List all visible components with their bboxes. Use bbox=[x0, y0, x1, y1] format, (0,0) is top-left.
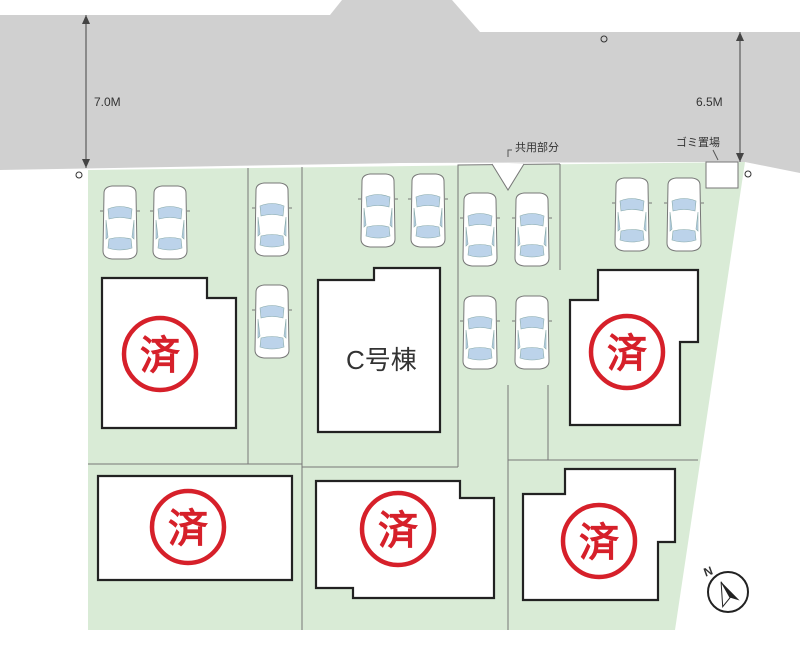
sold-stamp-bottom-left: 済 bbox=[152, 491, 224, 563]
sold-mark: 済 bbox=[140, 333, 181, 379]
sold-stamp-top-left: 済 bbox=[124, 318, 196, 390]
car bbox=[511, 295, 553, 370]
car bbox=[459, 295, 501, 370]
road-width-dimension-right bbox=[736, 32, 744, 162]
garbage-area bbox=[705, 161, 739, 189]
sold-mark: 済 bbox=[579, 520, 620, 566]
garbage-leader bbox=[712, 149, 719, 161]
sold-stamp-bottom-middle: 済 bbox=[362, 493, 434, 565]
building-c-label: C号棟 bbox=[346, 345, 417, 375]
sold-stamp-top-right: 済 bbox=[591, 316, 663, 388]
car bbox=[99, 185, 141, 260]
boundary-marker bbox=[75, 171, 83, 179]
common-area-leader bbox=[507, 149, 512, 157]
road-width-dimension-left bbox=[82, 15, 90, 168]
building-c bbox=[316, 266, 442, 434]
car bbox=[357, 173, 399, 248]
north-arrow: N bbox=[702, 563, 749, 613]
car bbox=[251, 182, 293, 257]
road-width-right-label: 6.5M bbox=[696, 95, 723, 109]
sold-mark: 済 bbox=[378, 508, 419, 554]
car bbox=[149, 185, 191, 260]
sold-mark: 済 bbox=[607, 331, 648, 377]
sold-stamp-bottom-right: 済 bbox=[563, 505, 635, 577]
road bbox=[0, 0, 800, 173]
sold-mark: 済 bbox=[168, 506, 209, 552]
car bbox=[459, 192, 501, 267]
common-area-marker bbox=[491, 163, 525, 191]
road-width-left-label: 7.0M bbox=[94, 95, 121, 109]
boundary-marker bbox=[600, 35, 608, 43]
north-mark-label: N bbox=[702, 563, 715, 579]
car bbox=[251, 284, 293, 359]
boundary-marker bbox=[744, 170, 752, 178]
car bbox=[611, 177, 653, 252]
car bbox=[511, 192, 553, 267]
lot-boundaries bbox=[88, 163, 698, 630]
car bbox=[663, 177, 705, 252]
car bbox=[407, 173, 449, 248]
garbage-area-label: ゴミ置場 bbox=[676, 135, 720, 149]
common-area-label: 共用部分 bbox=[515, 140, 559, 154]
